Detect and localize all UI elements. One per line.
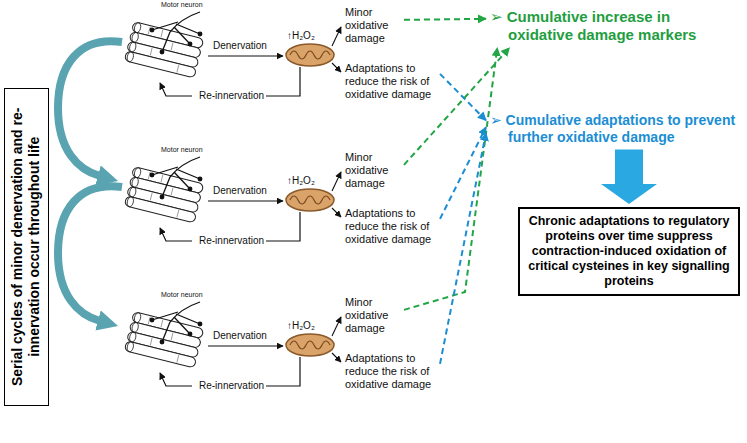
block-arrow — [601, 150, 657, 204]
process-label: Re-innervation — [198, 380, 265, 391]
outcome-text: Minor oxidative damage — [345, 6, 401, 46]
molecule-label: ↑H₂O₂ — [286, 175, 316, 186]
summary-heading-text: ➢ Cumulative increase in oxidative damag… — [490, 8, 732, 44]
cycle-box: Serial cycles of minor denervation and r… — [4, 88, 49, 406]
process-label: Re-innervation — [198, 90, 265, 101]
process-label: Denervation — [212, 330, 268, 341]
part-label: Motor neuron — [160, 146, 204, 153]
cycle-row — [124, 157, 341, 241]
outcome-text-text: Adaptations to reduce the risk of oxidat… — [345, 352, 437, 392]
outcome-text-text: Minor oxidative damage — [345, 151, 401, 191]
summary-heading: ➢ Cumulative adaptations to prevent furt… — [490, 112, 742, 146]
part-label: Motor neuron — [160, 291, 204, 298]
conclusion-box-text: Chronic adaptations to regulatory protei… — [526, 214, 732, 289]
conclusion-box: Chronic adaptations to regulatory protei… — [518, 207, 740, 296]
dashed-arrow — [440, 133, 486, 364]
dashed-arrow — [404, 19, 486, 20]
outcome-text: Adaptations to reduce the risk of oxidat… — [345, 352, 437, 392]
outcome-text-text: Adaptations to reduce the risk of oxidat… — [345, 62, 437, 102]
molecule-label: ↑H₂O₂ — [286, 320, 316, 331]
process-label: Denervation — [212, 185, 268, 196]
dashed-arrow — [440, 127, 486, 219]
cycle-row — [124, 302, 341, 386]
molecule-label: ↑H₂O₂ — [286, 30, 316, 41]
outcome-text: Adaptations to reduce the risk of oxidat… — [345, 207, 437, 247]
dashed-arrow — [404, 48, 497, 310]
outcome-text: Minor oxidative damage — [345, 151, 401, 191]
summary-heading: ➢ Cumulative increase in oxidative damag… — [490, 8, 732, 44]
outcome-text: Adaptations to reduce the risk of oxidat… — [345, 62, 437, 102]
process-label: Re-innervation — [198, 235, 265, 246]
process-label: Denervation — [212, 40, 268, 51]
cycle-box-text: Serial cycles of minor denervation and r… — [9, 93, 43, 401]
cycle-arrow — [58, 41, 122, 176]
outcome-text-text: Adaptations to reduce the risk of oxidat… — [345, 207, 437, 247]
part-label: Motor neuron — [160, 1, 204, 8]
cycle-arrow — [58, 186, 122, 321]
outcome-text-text: Minor oxidative damage — [345, 296, 401, 336]
summary-heading-text: ➢ Cumulative adaptations to prevent furt… — [490, 112, 742, 146]
cycle-row — [124, 12, 341, 96]
outcome-text: Minor oxidative damage — [345, 296, 401, 336]
outcome-text-text: Minor oxidative damage — [345, 6, 401, 46]
dashed-arrow — [404, 48, 509, 165]
